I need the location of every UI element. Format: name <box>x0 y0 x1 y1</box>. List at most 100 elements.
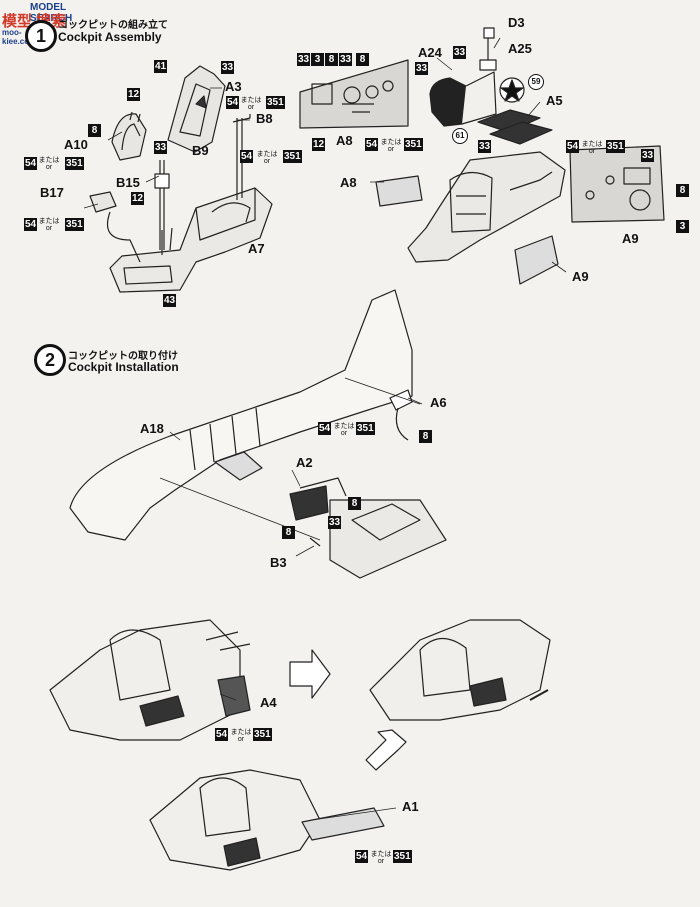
paint-or-en: or <box>237 736 245 743</box>
watermark-title: MODEL SEARCH <box>30 2 73 24</box>
paint-or-en: or <box>377 858 385 865</box>
step2-number: 2 <box>34 344 66 376</box>
paint-351: 351 <box>65 218 84 231</box>
paint-351: 351 <box>253 728 272 741</box>
part-a8: A8 <box>336 133 353 148</box>
paint-41: 41 <box>154 60 168 73</box>
headrest-drawing <box>429 27 497 127</box>
sub-diagram-3 <box>149 769 385 871</box>
paint-54: 54 <box>240 150 254 163</box>
paint-54: 54 <box>566 140 580 153</box>
paint-8: 8 <box>282 526 295 539</box>
paint-33: 33 <box>415 62 429 75</box>
sub-diagram-1 <box>49 619 251 741</box>
paint-or-ja: または <box>38 157 60 164</box>
paint-351: 351 <box>65 157 84 170</box>
part-a5: A5 <box>546 93 563 108</box>
paint-351: 351 <box>356 422 375 435</box>
paint-or-ja: または <box>256 151 278 158</box>
intake-and-stick-drawing <box>159 377 421 547</box>
part-a4: A4 <box>260 695 277 710</box>
paint-3: 3 <box>676 220 689 233</box>
instrument-panel-drawing <box>299 59 409 129</box>
watermark-url: moo-kiee.com <box>2 28 37 46</box>
decal-59: 59 <box>528 74 544 90</box>
paint-33: 33 <box>478 140 492 153</box>
paint-351: 351 <box>404 138 423 151</box>
paint-8: 8 <box>676 184 689 197</box>
direction-arrow-1-icon <box>289 649 331 699</box>
paint-33: 33 <box>339 53 353 66</box>
step1-number: 1 <box>25 20 57 52</box>
part-a1: A1 <box>402 799 419 814</box>
side-panel-drawing <box>569 145 665 223</box>
paint-or-en: or <box>247 104 255 111</box>
paint-or-en: or <box>45 164 53 171</box>
part-a10: A10 <box>64 137 88 152</box>
paint-33: 33 <box>221 61 235 74</box>
sub-diagram-2 <box>369 619 551 721</box>
paint-54: 54 <box>226 96 240 109</box>
paint-or-ja: または <box>581 141 603 148</box>
paint-33: 33 <box>297 53 311 66</box>
cockpit-tub-right-drawing <box>375 151 566 285</box>
paint-54: 54 <box>355 850 369 863</box>
cockpit-tub-drawing <box>109 187 273 293</box>
paint-3: 3 <box>311 53 324 66</box>
paint-or-ja: または <box>333 423 355 430</box>
part-d3: D3 <box>508 15 525 30</box>
paint-351: 351 <box>283 150 302 163</box>
paint-or-ja: または <box>240 97 262 104</box>
part-a25: A25 <box>508 41 532 56</box>
paint-54: 54 <box>24 157 38 170</box>
paint-33: 33 <box>641 149 655 162</box>
paint-33: 33 <box>328 516 342 529</box>
console-blocks-drawing <box>477 109 553 145</box>
part-a8: A8 <box>340 175 357 190</box>
step1-title-ja: コックピットの組み立て <box>58 20 168 31</box>
paint-or-en: or <box>588 148 596 155</box>
paint-54: 54 <box>365 138 379 151</box>
paint-8: 8 <box>88 124 101 137</box>
leader-lines <box>83 37 567 821</box>
part-a9: A9 <box>622 231 639 246</box>
step1-title-en: Cockpit Assembly <box>58 30 162 44</box>
decal-61: 61 <box>452 128 468 144</box>
part-a7: A7 <box>248 241 265 256</box>
fuselage-drawing <box>69 289 447 579</box>
paint-12: 12 <box>312 138 326 151</box>
paint-8: 8 <box>348 497 361 510</box>
step2-title-ja: コックピットの取り付け <box>68 351 178 362</box>
part-a18: A18 <box>140 421 164 436</box>
paint-351: 351 <box>266 96 285 109</box>
part-b15: B15 <box>116 175 140 190</box>
paint-or-en: or <box>45 225 53 232</box>
part-a9: A9 <box>572 269 589 284</box>
paint-8: 8 <box>325 53 338 66</box>
paint-or-ja: または <box>38 218 60 225</box>
stick-parts-drawing <box>89 114 251 263</box>
part-b3: B3 <box>270 555 287 570</box>
part-b17: B17 <box>40 185 64 200</box>
direction-arrow-2-icon <box>365 729 407 771</box>
paint-54: 54 <box>24 218 38 231</box>
part-a2: A2 <box>296 455 313 470</box>
paint-351: 351 <box>606 140 625 153</box>
paint-33: 33 <box>453 46 467 59</box>
part-b8: B8 <box>256 111 273 126</box>
paint-43: 43 <box>163 294 177 307</box>
paint-8: 8 <box>419 430 432 443</box>
paint-or-ja: または <box>380 139 402 146</box>
paint-8: 8 <box>356 53 369 66</box>
part-a24: A24 <box>418 45 442 60</box>
paint-or-ja: または <box>230 729 252 736</box>
paint-33: 33 <box>154 141 168 154</box>
ejection-seat-drawing <box>111 65 226 161</box>
roundel-decal-icon <box>499 77 525 103</box>
paint-12: 12 <box>127 88 141 101</box>
paint-or-ja: または <box>370 851 392 858</box>
paint-54: 54 <box>318 422 332 435</box>
paint-or-en: or <box>263 158 271 165</box>
step2-title-en: Cockpit Installation <box>68 360 179 374</box>
